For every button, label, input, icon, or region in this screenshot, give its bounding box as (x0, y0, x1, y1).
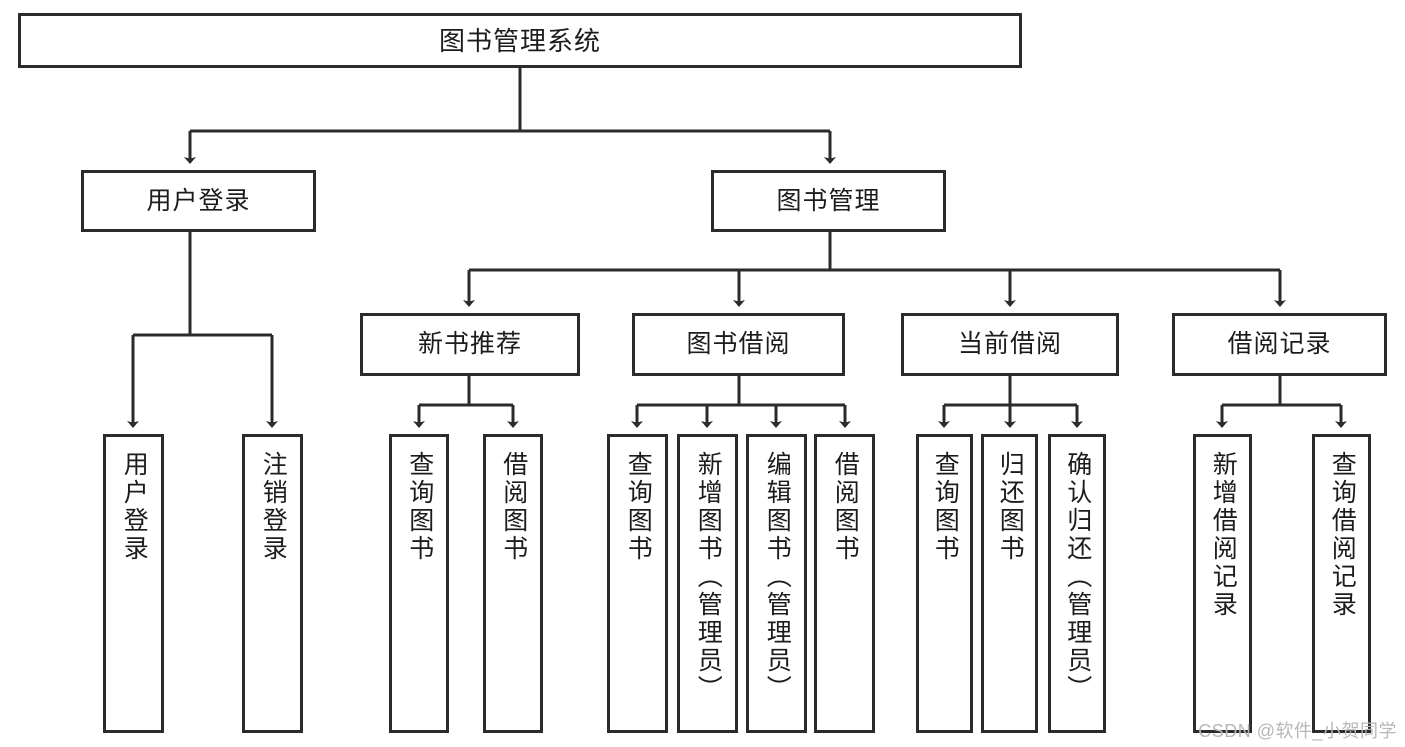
node-leaf-query-book-current[interactable]: 查询图书 (916, 434, 973, 733)
node-leaf-query-book-borrow[interactable]: 查询图书 (607, 434, 668, 733)
node-label: 图书管理 (776, 186, 881, 215)
node-label: 编辑图书（管理员） (763, 451, 792, 703)
node-leaf-borrow-book-borrow[interactable]: 借阅图书 (814, 434, 875, 733)
node-label: 注销登录 (259, 451, 288, 563)
watermark-text: CSDN @软件_小贺同学 (1198, 721, 1397, 741)
node-leaf-query-book-recommend[interactable]: 查询图书 (389, 434, 449, 733)
node-leaf-query-borrow-record[interactable]: 查询借阅记录 (1312, 434, 1371, 733)
node-label: 查询借阅记录 (1328, 451, 1357, 619)
node-label: 归还图书 (996, 451, 1025, 563)
node-leaf-user-login[interactable]: 用户登录 (103, 434, 164, 733)
node-label: 新书推荐 (417, 330, 522, 358)
node-leaf-add-borrow-record[interactable]: 新增借阅记录 (1193, 434, 1252, 733)
node-leaf-user-logout[interactable]: 注销登录 (242, 434, 303, 733)
node-book-borrow[interactable]: 图书借阅 (632, 313, 845, 376)
node-label: 借阅图书 (499, 451, 528, 563)
node-label: 图书借阅 (686, 330, 791, 358)
node-leaf-return-book[interactable]: 归还图书 (981, 434, 1038, 733)
node-label: 用户登录 (120, 451, 149, 563)
node-leaf-add-book-admin[interactable]: 新增图书（管理员） (677, 434, 738, 733)
node-root-book-management-system[interactable]: 图书管理系统 (18, 13, 1022, 68)
node-label: 确认归还（管理员） (1063, 451, 1092, 703)
node-label: 当前借阅 (957, 330, 1062, 358)
node-label: 新增借阅记录 (1209, 451, 1238, 619)
node-current-borrow[interactable]: 当前借阅 (901, 313, 1119, 376)
node-label: 图书管理系统 (438, 25, 601, 56)
node-book-management[interactable]: 图书管理 (711, 170, 946, 232)
node-label: 借阅记录 (1227, 330, 1332, 358)
node-user-login[interactable]: 用户登录 (81, 170, 316, 232)
node-label: 查询图书 (624, 451, 653, 563)
node-leaf-borrow-book-recommend[interactable]: 借阅图书 (483, 434, 543, 733)
node-leaf-edit-book-admin[interactable]: 编辑图书（管理员） (746, 434, 807, 733)
node-label: 借阅图书 (831, 451, 860, 563)
node-leaf-confirm-return-admin[interactable]: 确认归还（管理员） (1048, 434, 1106, 733)
node-new-book-recommend[interactable]: 新书推荐 (360, 313, 580, 376)
node-label: 查询图书 (931, 451, 960, 563)
node-borrow-record[interactable]: 借阅记录 (1172, 313, 1387, 376)
node-label: 查询图书 (405, 451, 434, 563)
node-label: 用户登录 (146, 186, 251, 215)
node-label: 新增图书（管理员） (694, 451, 723, 703)
